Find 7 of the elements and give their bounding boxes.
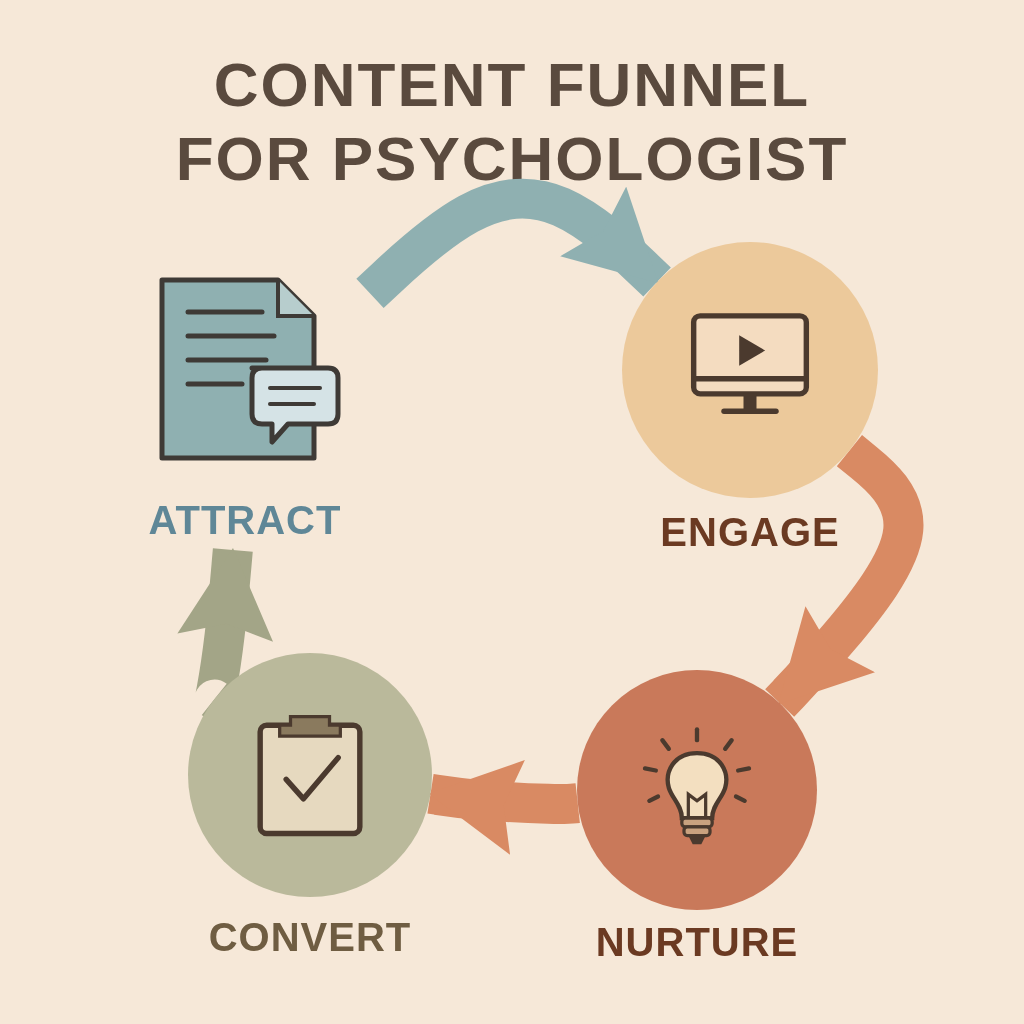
title: CONTENT FUNNEL FOR PSYCHOLOGIST — [174, 49, 850, 195]
stage-label: CONVERT — [207, 915, 413, 960]
stage-label: ATTRACT — [147, 498, 343, 543]
arrow — [765, 435, 924, 717]
stage-label: NURTURE — [594, 920, 800, 965]
arrow — [356, 178, 671, 308]
stage-label: ENGAGE — [659, 510, 841, 555]
